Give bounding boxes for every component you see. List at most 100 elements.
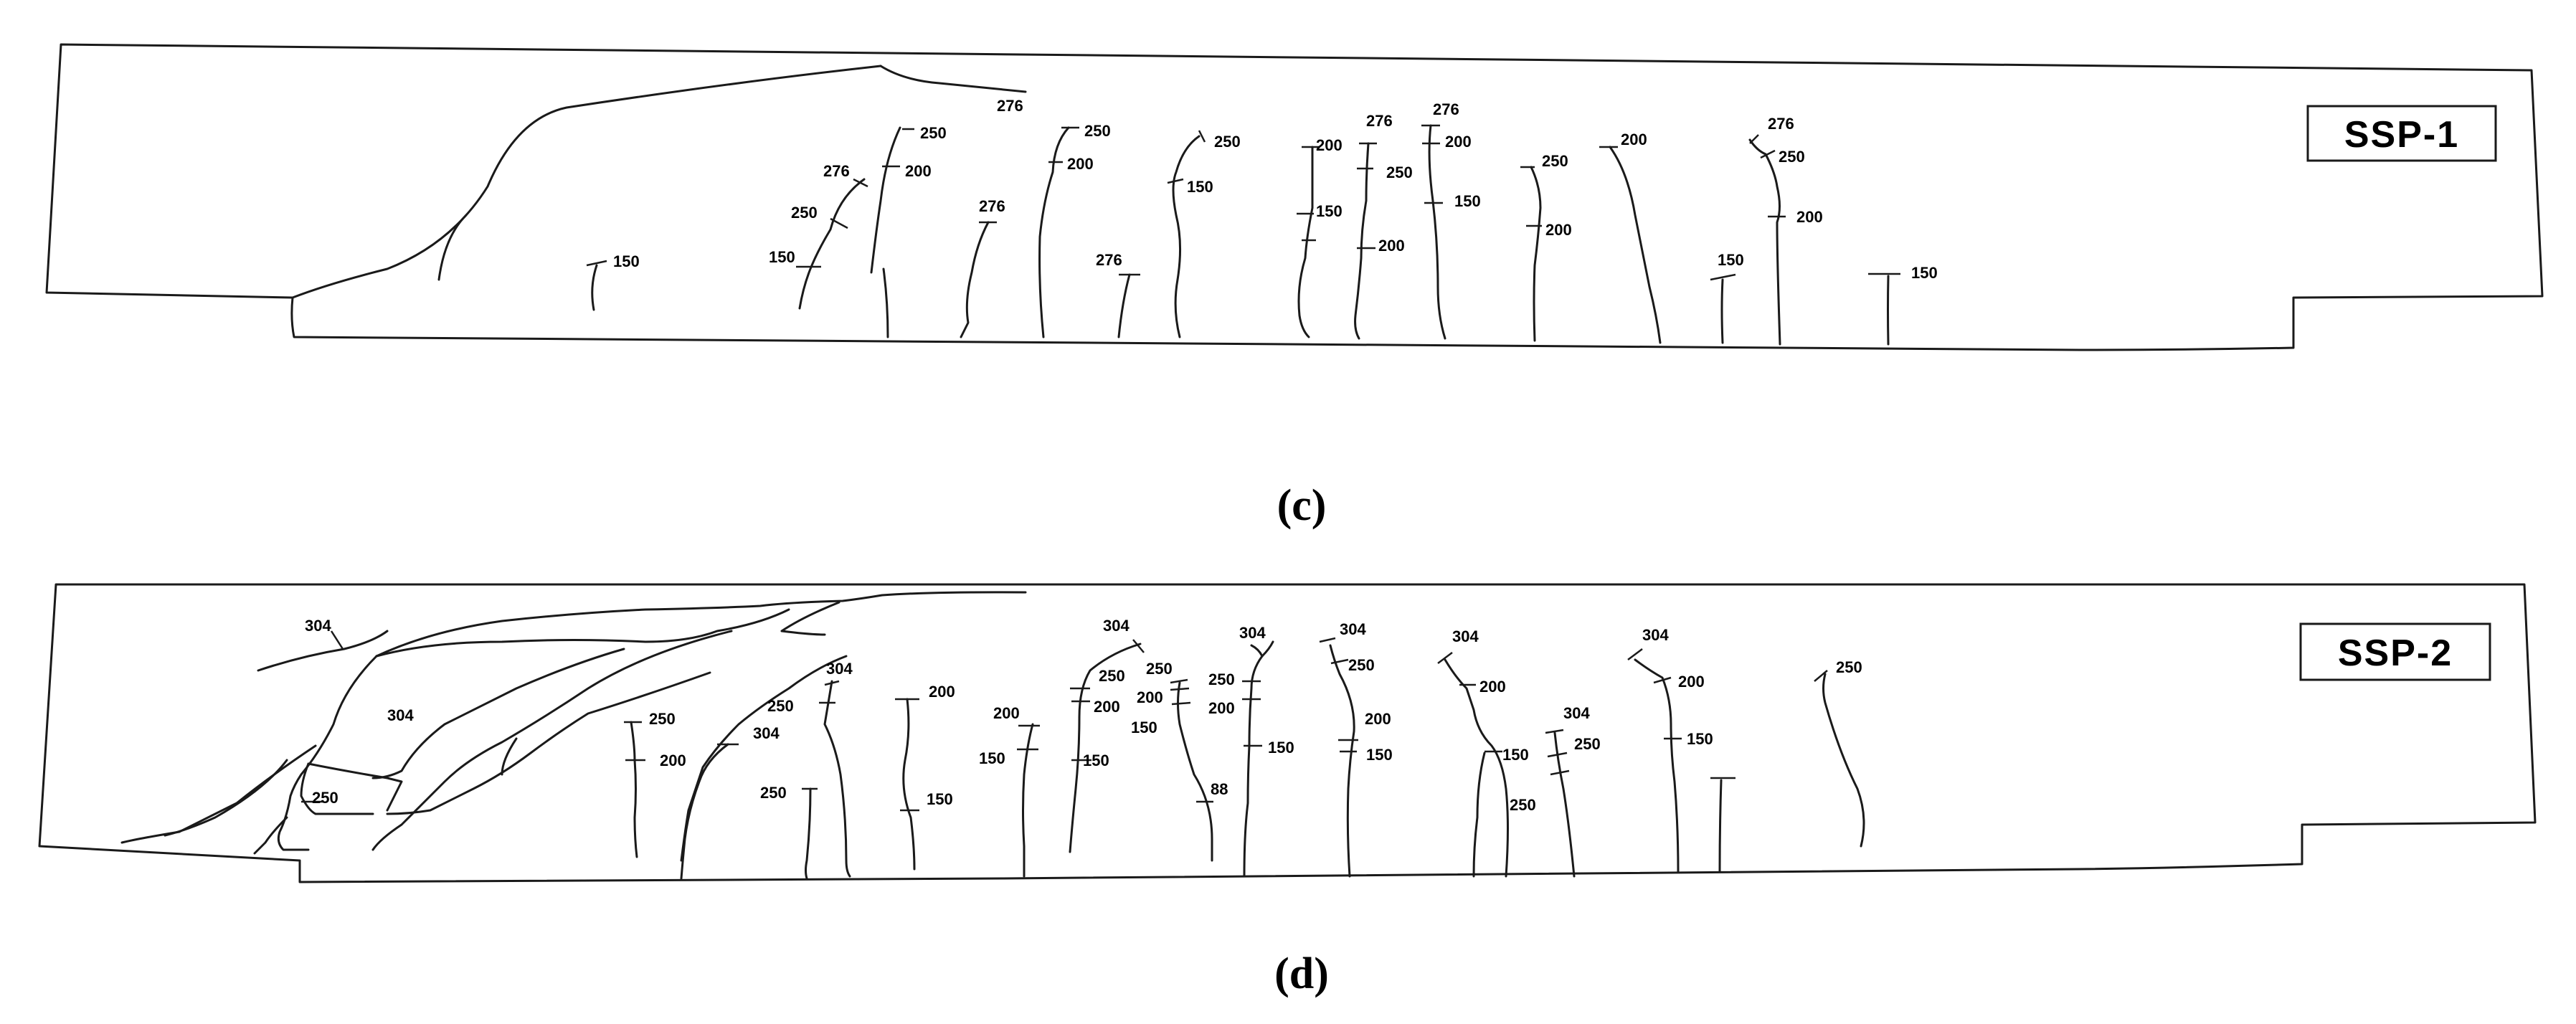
crack-label: 200 [1365, 710, 1391, 728]
crack-label: 250 [312, 789, 338, 807]
crack-ssp1-15 [1748, 138, 1781, 346]
crack-label: 150 [927, 790, 953, 808]
crack-ssp2-17 [1634, 658, 1680, 873]
crack-label: 250 [1779, 148, 1805, 166]
crack-ssp2-17b [1718, 779, 1723, 873]
panel-caption: (c) [1277, 481, 1327, 530]
crack-ssp1-10 [1354, 142, 1370, 340]
crack-ssp2-diag-2 [164, 759, 288, 837]
crack-label: 304 [1103, 617, 1130, 635]
specimen-id-box [2306, 105, 2497, 162]
crack-ssp1-6 [1038, 126, 1070, 338]
crack-label: 150 [1131, 719, 1157, 736]
crack-label: 150 [1187, 178, 1213, 196]
crack-label: 200 [1208, 699, 1235, 717]
specimen-id: SSP-1 [2344, 114, 2459, 156]
crack-label: 150 [1502, 746, 1529, 764]
beam-outline-ssp-1 [45, 43, 2544, 351]
crack-ssp1-5 [960, 221, 990, 338]
crack-ssp2-diag-5 [253, 816, 288, 855]
crack-ssp1-7 [1117, 273, 1131, 338]
crack-ssp2-web-1 [277, 655, 378, 851]
specimen-id: SSP-2 [2338, 632, 2453, 674]
crack-label: 250 [649, 710, 676, 728]
crack-ssp1-4 [870, 126, 901, 274]
crack-ssp2-web-4 [371, 648, 625, 779]
crack-label: 276 [823, 162, 850, 180]
crack-ssp1-11 [1428, 124, 1446, 340]
crack-label: 250 [920, 124, 947, 142]
panel-caption: (d) [1274, 949, 1329, 998]
crack-label: 200 [1316, 136, 1343, 154]
panel-ssp-1: 276 150 276 250 150 250 200 276 250 200 [45, 43, 2544, 530]
crack-label: 200 [1479, 678, 1506, 696]
crack-label: 250 [1348, 656, 1375, 674]
crack-ssp2-18 [1822, 673, 1865, 848]
crack-label: 88 [1211, 780, 1228, 798]
crack-label: 304 [826, 660, 853, 678]
crack-ssp2-web-2 [371, 630, 733, 851]
crack-label: 200 [1445, 133, 1472, 151]
crack-ssp2-top-2 [375, 591, 1027, 658]
crack-ssp2-top-3 [375, 608, 790, 658]
crack-ssp1-8 [1172, 135, 1201, 338]
crack-label: 250 [1214, 133, 1241, 151]
crack-ssp1-diag-short [437, 214, 468, 281]
beam-outline-ssp-2 [38, 583, 2537, 883]
crack-ssp1-13 [1609, 146, 1662, 344]
crack-label: 150 [1366, 746, 1393, 764]
crack-label: 200 [993, 704, 1020, 722]
crack-label: 150 [1687, 730, 1713, 748]
crack-label: 250 [791, 204, 818, 222]
crack-ssp2-13 [1329, 644, 1355, 878]
crack-ssp1-3 [798, 178, 866, 310]
crack-label: 200 [929, 683, 955, 701]
crack-label: 200 [660, 752, 686, 769]
crack-label: 150 [1911, 264, 1938, 282]
crack-ssp2-12 [1243, 655, 1264, 878]
crack-label: 150 [613, 252, 640, 270]
crack-label: 200 [1378, 237, 1405, 255]
crack-label: 304 [1563, 704, 1590, 722]
crack-ssp2-web-3 [386, 671, 711, 815]
crack-ssp1-top-left [291, 65, 882, 299]
crack-label: 304 [1340, 620, 1366, 638]
crack-label: 150 [1454, 192, 1481, 210]
crack-label: 200 [1621, 131, 1647, 148]
crack-label: 250 [1510, 796, 1536, 814]
crack-ssp2-web-5 [501, 737, 518, 776]
crack-label: 200 [1796, 208, 1823, 226]
crack-label: 150 [1718, 251, 1744, 269]
crack-label: 276 [1433, 100, 1459, 118]
panel-ssp-2: 304 304 250 250 200 304 304 250 250 200 … [38, 583, 2537, 998]
crack-label: 250 [1146, 660, 1173, 678]
crack-label: 304 [753, 724, 780, 742]
crack-ssp2-10 [1069, 643, 1142, 853]
crack-label: 250 [1386, 163, 1413, 181]
crack-label: 250 [1208, 670, 1235, 688]
crack-label: 276 [1366, 112, 1393, 130]
crack-ssp1-2 [591, 264, 598, 311]
crack-label: 200 [1545, 221, 1572, 239]
crack-label: 200 [1094, 698, 1120, 716]
crack-ssp2-14 [1444, 658, 1509, 878]
crack-label: 250 [1099, 667, 1125, 685]
crack-ssp2-7 [805, 787, 812, 880]
crack-ssp1-16 [1887, 275, 1890, 346]
crack-label: 304 [305, 617, 331, 635]
crack-label: 200 [1067, 155, 1094, 173]
crack-ssp1-12 [1530, 166, 1542, 342]
crack-ssp2-diag-6 [680, 655, 848, 862]
crack-label: 250 [767, 697, 794, 715]
crack-label: 150 [979, 749, 1005, 767]
crack-ssp1-9 [1297, 146, 1314, 338]
crack-label: 250 [1542, 152, 1568, 170]
crack-label: 150 [769, 248, 795, 266]
crack-ssp2-diag-4 [300, 762, 374, 815]
crack-label: 200 [905, 162, 932, 180]
crack-label: 150 [1268, 739, 1294, 757]
crack-label: 304 [387, 706, 414, 724]
specimen-id-box [2299, 622, 2491, 681]
crack-ssp2-top-4 [780, 601, 840, 636]
